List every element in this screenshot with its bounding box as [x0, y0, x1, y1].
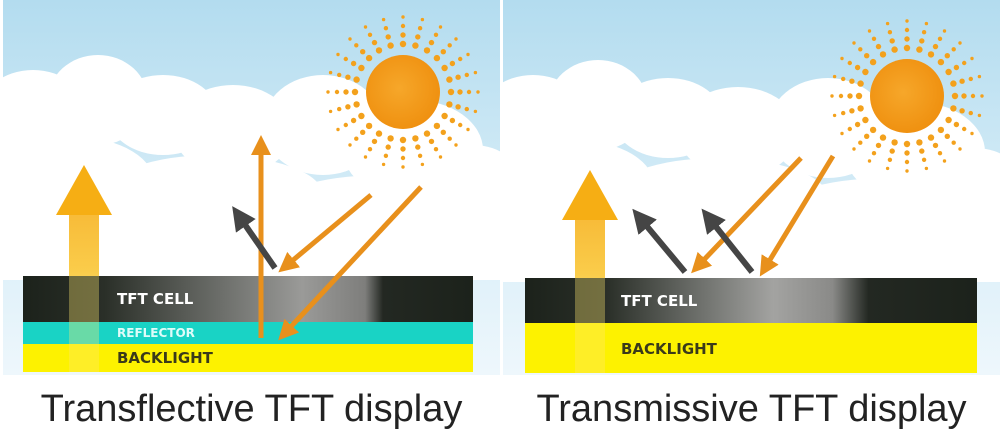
transmissive-caption: Transmissive TFT display [536, 388, 967, 430]
tft-cell-layer [525, 278, 977, 323]
reflected-ray-gray-1 [632, 208, 688, 274]
incident-ray-2 [759, 154, 836, 277]
transflective-caption: Transflective TFT display [40, 388, 463, 430]
incident-ray-2 [278, 185, 423, 341]
tft-cell-layer [23, 276, 473, 322]
transmissive-panel: TFT CELL BACKLIGHT [503, 0, 1000, 375]
reflector-label: REFLECTOR [117, 326, 195, 340]
transflective-illustration [3, 0, 500, 375]
tft-cell-label: TFT CELL [621, 292, 698, 310]
backlight-beam [69, 276, 99, 372]
backlight-beam [575, 278, 605, 373]
backlight-label: BACKLIGHT [621, 340, 717, 358]
backlight-layer [525, 323, 977, 373]
reflector-layer [23, 322, 473, 344]
tft-cell-label: TFT CELL [117, 290, 194, 308]
sun-icon [326, 15, 480, 169]
reflected-ray-gray-2 [701, 208, 755, 274]
backlight-layer [23, 344, 473, 372]
incident-ray-1 [691, 156, 803, 274]
sun-icon [830, 19, 984, 173]
transflective-panel: TFT CELL REFLECTOR BACKLIGHT [3, 0, 500, 375]
transmissive-illustration [503, 0, 1000, 375]
reflected-ray-gray [232, 206, 278, 270]
clouds [3, 55, 500, 280]
backlight-label: BACKLIGHT [117, 349, 213, 367]
incident-ray-1 [278, 193, 373, 273]
